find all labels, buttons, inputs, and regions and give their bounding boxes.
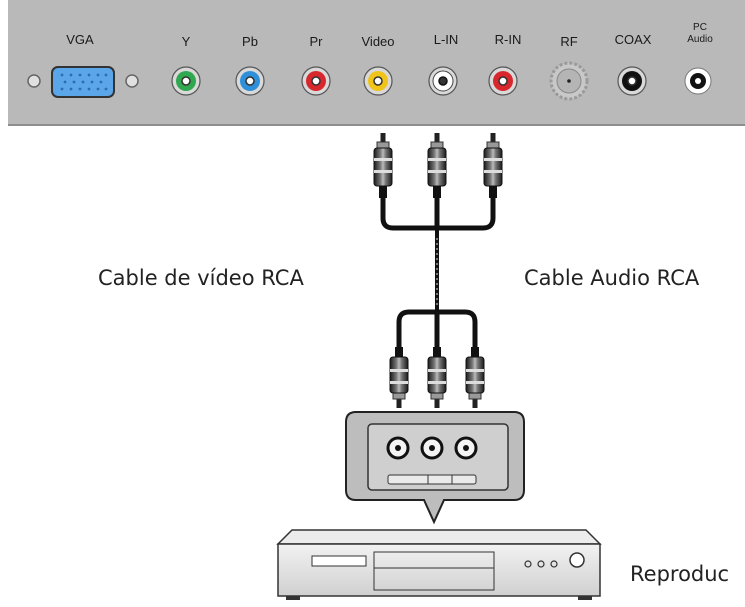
cable-lower-left-branch — [396, 309, 440, 353]
cable-upper-left-branch — [380, 195, 440, 231]
port-label-pb: Pb — [242, 34, 258, 49]
port-label-video: Video — [361, 34, 395, 49]
port-label-pr: Pr — [309, 34, 323, 49]
plug-lower-audio-left — [427, 347, 447, 408]
upper-rca-plugs — [373, 133, 503, 198]
cable-upper-right-branch — [434, 195, 496, 231]
jack-pc-audio — [684, 67, 712, 95]
vga-port — [27, 66, 139, 98]
plug-upper-audio-left — [427, 133, 447, 198]
player-button-1 — [524, 560, 532, 568]
display-panel — [373, 551, 495, 591]
caption-audio-cable: Cable Audio RCA — [524, 266, 700, 290]
plug-lower-audio-right — [465, 347, 485, 408]
power-knob — [569, 552, 585, 568]
player-foot-right — [578, 596, 592, 600]
player-jack-audio-left — [420, 436, 444, 460]
player-rear-callout — [345, 411, 525, 525]
jack-video — [363, 66, 393, 96]
player-jack-video — [386, 436, 410, 460]
port-label-y: Y — [181, 34, 191, 49]
plug-lower-video — [389, 347, 409, 408]
jack-l-in — [428, 66, 458, 96]
vga-screw-right — [125, 74, 139, 88]
tv-connector-panel — [8, 0, 745, 126]
player-jack-label-strip — [387, 474, 477, 485]
jack-r-in — [488, 66, 518, 96]
player-button-2 — [537, 560, 545, 568]
dvd-player-front — [277, 543, 601, 597]
disc-tray — [311, 555, 367, 567]
port-label-rf: RF — [560, 34, 578, 49]
port-label-r-in: R-IN — [494, 32, 522, 47]
jack-y — [171, 66, 201, 96]
plug-upper-video — [373, 133, 393, 198]
jack-rf — [549, 61, 589, 101]
port-label-pc: PC — [693, 22, 707, 33]
caption-video-cable: Cable de vídeo RCA — [98, 266, 304, 290]
port-label-vga: VGA — [66, 32, 94, 47]
vga-screw-left — [27, 74, 41, 88]
caption-player: Reproduc — [630, 562, 730, 586]
port-label-l-in: L-IN — [433, 32, 459, 47]
player-jack-audio-right — [454, 436, 478, 460]
plug-upper-audio-right — [483, 133, 503, 198]
jack-pb — [235, 66, 265, 96]
lower-rca-plugs — [389, 347, 485, 408]
port-label-audio: Audio — [687, 34, 713, 45]
port-label-coax: COAX — [614, 32, 652, 47]
player-button-3 — [550, 560, 558, 568]
jack-pr — [301, 66, 331, 96]
dvd-player — [276, 529, 602, 600]
dvd-player-top — [276, 529, 602, 545]
cable-lower-right-branch — [434, 309, 478, 353]
jack-coax — [617, 66, 647, 96]
rca-cable — [380, 195, 496, 353]
player-foot-left — [286, 596, 300, 600]
